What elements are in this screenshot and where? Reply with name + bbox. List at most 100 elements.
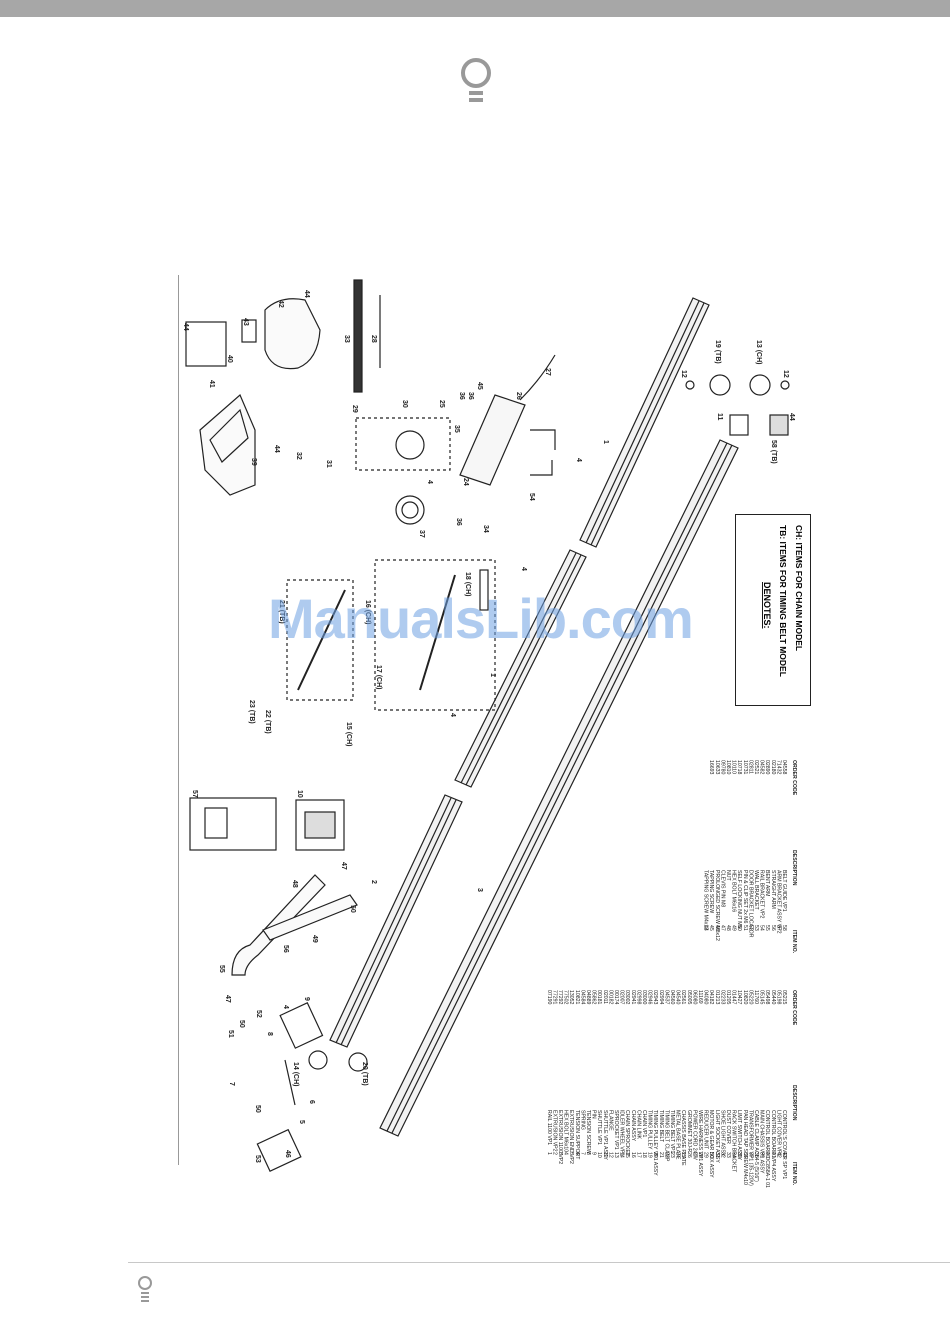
- parts-list-cell: TAPPING SCREW M4x12: [703, 870, 709, 930]
- callout: 22 (TB): [264, 710, 271, 734]
- parts-list-cell: TIMING PULLEY: [647, 1110, 653, 1150]
- parts-list-cell: 48: [725, 925, 731, 931]
- parts-list-cell: GROMMET 30J-R: [686, 1110, 692, 1153]
- parts-list-cell: LIGHT SOCKET ASSY: [714, 1110, 720, 1163]
- callout: 36: [458, 392, 465, 400]
- parts-list-cell: 27: [691, 1152, 697, 1158]
- callout: 42: [277, 300, 284, 308]
- parts-list-cell: 02521: [753, 760, 759, 775]
- parts-list-cell: 01447: [731, 990, 737, 1005]
- parts-list-cell: 15: [624, 1152, 630, 1158]
- parts-list-cell: CHAIN LINK: [635, 1110, 641, 1140]
- parts-list-cell: 04540: [675, 990, 681, 1005]
- callout: 20 (TB): [361, 1062, 368, 1086]
- parts-list-cell: 54: [759, 925, 765, 931]
- parts-list-cell: 05220: [747, 990, 753, 1005]
- callout: 28: [370, 335, 377, 343]
- parts-list-cell: 07190: [546, 990, 552, 1005]
- parts-list-cell: 34: [731, 1152, 737, 1158]
- parts-list-cell: 10718: [736, 760, 742, 775]
- parts-list-cell: 10810: [725, 760, 731, 775]
- parts-list-cell: 44: [703, 925, 709, 931]
- callout: 41: [208, 380, 215, 388]
- parts-list-cell: WALL BRACKET: [753, 870, 759, 911]
- callout: 43: [242, 318, 249, 326]
- parts-list-cell: 02233: [719, 990, 725, 1005]
- callout: 35: [453, 425, 460, 433]
- callout: 53: [254, 1155, 261, 1163]
- parts-list-cell: TIMING PULLEY VP1 ASSY: [652, 1110, 658, 1176]
- parts-list-cell: 9: [591, 1152, 597, 1155]
- parts-list-cell: CABLE CLAMP ACL4-5 (5/16"): [753, 1110, 759, 1182]
- parts-list-cell: RACK SWITCH BRACKET: [731, 1110, 737, 1173]
- parts-list-cell: 04584: [579, 990, 585, 1005]
- parts-list-cell: SHUTTLE VP1: [596, 1110, 602, 1145]
- parts-list-cell: 40: [764, 1152, 770, 1158]
- parts-list-cell: 02943: [652, 990, 658, 1005]
- callout: 48: [291, 880, 298, 888]
- callout: 4: [520, 567, 527, 571]
- parts-list-cell: 02998: [635, 990, 641, 1005]
- parts-list-cell: CHAIN ASSY: [630, 1110, 636, 1142]
- parts-list-cell: 19: [647, 1152, 653, 1158]
- parts-list-cell: 28: [697, 1152, 703, 1158]
- callout: 1: [489, 673, 496, 677]
- parts-list-cell: 45: [708, 925, 714, 931]
- parts-list-cell: EXTRUSION 1100 VP2: [557, 1110, 563, 1164]
- callout: 12: [680, 370, 687, 378]
- parts-list-cell: 16693: [708, 760, 714, 775]
- parts-list-cell: 02561: [680, 990, 686, 1005]
- parts-list-cell: DOOR BRACKET LOCATOR: [747, 870, 753, 938]
- callout: 56: [282, 945, 289, 953]
- parts-list-cell: 05198: [775, 990, 781, 1005]
- parts-header-item: ITEM NO.: [791, 930, 797, 954]
- callout: 8: [266, 1032, 273, 1036]
- parts-list-cell: 58: [781, 925, 787, 931]
- parts-list-cell: SHOE LIGHT ASSY: [719, 1110, 725, 1157]
- parts-list-cell: 14: [619, 1152, 625, 1158]
- parts-list-cell: 10731: [742, 760, 748, 775]
- callout: 9: [303, 997, 310, 1001]
- callout: 6: [308, 1100, 315, 1104]
- callout: 4: [575, 458, 582, 462]
- denotes-box: DENOTES: TB: ITEMS FOR TIMING BELT MODEL…: [735, 514, 811, 706]
- callout: 39: [250, 458, 257, 466]
- parts-list-cell: 56: [770, 925, 776, 931]
- callout: 4: [426, 480, 433, 484]
- parts-list-cell: 2: [551, 1152, 557, 1155]
- parts-list-cell: 17: [635, 1152, 641, 1158]
- callout: 13 (CH): [755, 340, 762, 365]
- parts-list-cell: 11760: [753, 990, 759, 1004]
- callout: 14 (CH): [292, 1062, 299, 1087]
- notes-title: DENOTES:: [762, 582, 772, 629]
- parts-list-cell: 00182: [607, 990, 613, 1005]
- callout: 47: [340, 862, 347, 870]
- parts-list-cell: EXTRUSION VP2: [551, 1110, 557, 1152]
- parts-list-cell: 31: [714, 1152, 720, 1158]
- parts-list-cell: 10633: [714, 760, 720, 775]
- parts-list-cell: CONTROL'S COVER SP VP1: [781, 1110, 787, 1179]
- parts-list-cell: CHAIN SPROCKET: [624, 1110, 630, 1157]
- parts-list-cell: CLEVIS PIN M8: [719, 870, 725, 907]
- parts-list-cell: CONTROL BOARD VP4 ASSY: [770, 1110, 776, 1182]
- parts-list-cell: METAL BASE PLATE: [675, 1110, 681, 1160]
- parts-header-code: ORDER CODE: [791, 760, 797, 796]
- parts-list-cell: 50: [736, 925, 742, 931]
- bulb-logo-icon: [461, 58, 491, 106]
- parts-list-cell: 02941: [630, 990, 636, 1005]
- callout: 10: [296, 790, 303, 798]
- parts-list-cell: 11169: [697, 990, 703, 1004]
- notes-line1: TB: ITEMS FOR TIMING BELT MODEL: [778, 525, 788, 677]
- parts-list-cell: 6: [574, 1152, 580, 1155]
- parts-list-cell: REDUCER UNIT: [703, 1110, 709, 1150]
- parts-list-cell: 8: [585, 1152, 591, 1155]
- callout: 57: [191, 790, 198, 798]
- parts-list-cell: BELT GUIDE VP1: [781, 870, 787, 912]
- callout: 44: [303, 290, 310, 298]
- parts-header-code: ORDER CODE: [791, 990, 797, 1026]
- callout: 23 (TB): [248, 700, 255, 724]
- parts-list-cell: 49: [731, 925, 737, 931]
- parts-list-cell: PIN: [591, 1110, 597, 1119]
- parts-list-cell: 51: [742, 925, 748, 931]
